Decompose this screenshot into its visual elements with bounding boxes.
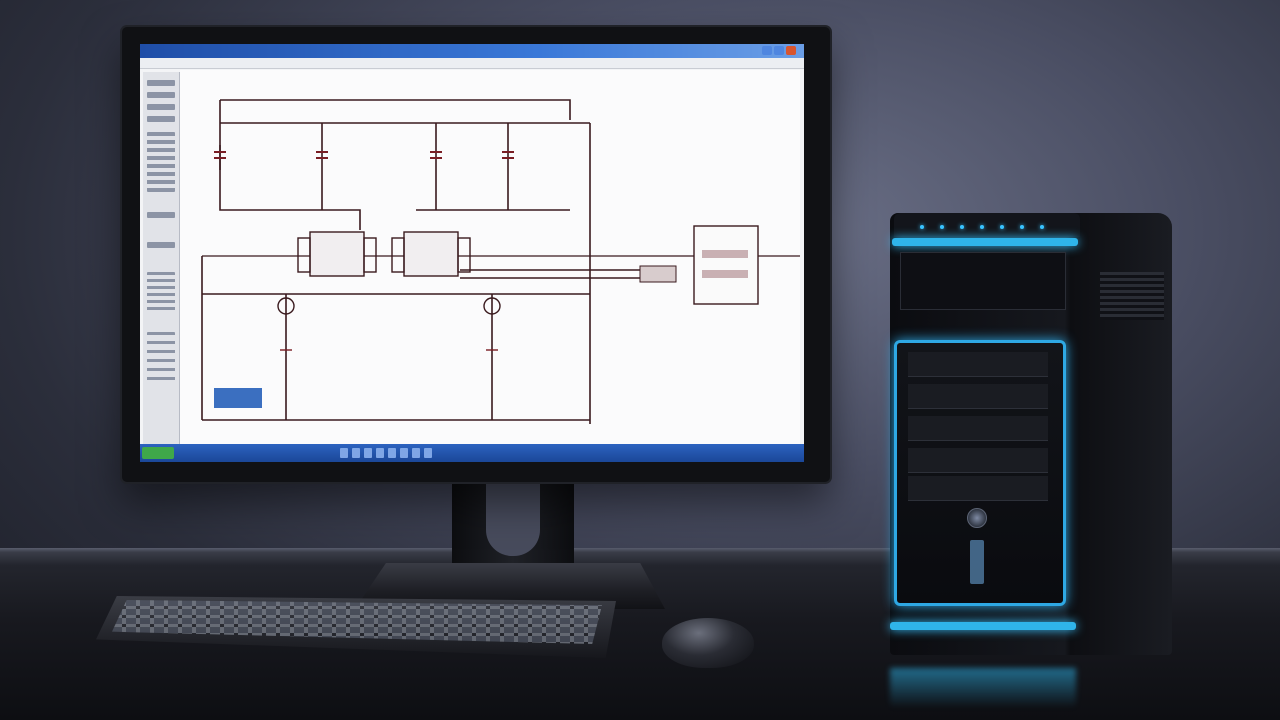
monitor-screen	[140, 44, 804, 462]
drive-bay	[900, 252, 1066, 310]
drive-slot	[908, 352, 1048, 377]
start-icon[interactable]	[142, 447, 174, 459]
pc-tower-top	[894, 213, 1080, 237]
connector-block	[639, 265, 677, 283]
taskbar-app-icon[interactable]	[352, 448, 360, 458]
minimize-button[interactable]	[762, 46, 772, 55]
taskbar-app-icon[interactable]	[376, 448, 384, 458]
toolbox-item[interactable]	[147, 116, 175, 122]
desk-edge	[0, 548, 1280, 554]
status-led-icon	[980, 225, 984, 229]
capacitor-group	[214, 151, 514, 159]
status-led-icon	[1000, 225, 1004, 229]
maximize-button[interactable]	[774, 46, 784, 55]
ic-chip-pins	[297, 237, 311, 273]
toolbox-item[interactable]	[147, 212, 175, 218]
ic-chip	[309, 231, 365, 277]
status-led-icon	[960, 225, 964, 229]
status-led-icon	[940, 225, 944, 229]
tower-led-strip	[892, 238, 1078, 246]
menu-bar[interactable]	[140, 58, 804, 69]
taskbar-app-icon[interactable]	[400, 448, 408, 458]
brand-logo	[970, 540, 984, 584]
close-button[interactable]	[786, 46, 796, 55]
status-led-icon	[1020, 225, 1024, 229]
ic-chip	[403, 231, 459, 277]
ic-chip-pins	[391, 237, 405, 273]
logo-mark	[214, 388, 262, 408]
drive-slot	[908, 448, 1048, 473]
wire	[220, 99, 571, 120]
side-vent	[1100, 272, 1164, 320]
ic-chip-pins	[363, 237, 377, 273]
drive-slot	[908, 476, 1048, 501]
output-module-row	[702, 270, 748, 278]
output-module	[693, 225, 759, 305]
transistor-symbol	[483, 297, 501, 315]
schematic-canvas[interactable]	[180, 70, 800, 444]
toolbox-list[interactable]	[147, 272, 175, 312]
toolbox-list[interactable]	[147, 332, 175, 382]
mouse	[662, 618, 754, 668]
led-reflection	[890, 668, 1076, 708]
output-module-row	[702, 250, 748, 258]
taskbar[interactable]	[140, 444, 804, 462]
wire	[219, 100, 361, 230]
status-led-icon	[920, 225, 924, 229]
taskbar-app-icon[interactable]	[412, 448, 420, 458]
monitor-stand-cutout	[486, 478, 540, 556]
toolbox-item[interactable]	[147, 242, 175, 248]
toolbox-item[interactable]	[147, 104, 175, 110]
drive-slot	[908, 416, 1048, 441]
ic-chip-pins	[457, 237, 471, 273]
window-titlebar[interactable]	[140, 44, 804, 58]
circuit-schematic	[201, 99, 800, 424]
taskbar-app-icon[interactable]	[340, 448, 348, 458]
power-button-icon	[967, 508, 987, 528]
transistor-symbol	[277, 297, 295, 315]
toolbox-item[interactable]	[147, 80, 175, 86]
tower-led-strip-bottom	[890, 622, 1076, 630]
drive-slot	[908, 384, 1048, 409]
taskbar-app-icon[interactable]	[388, 448, 396, 458]
component-toolbox[interactable]	[143, 72, 180, 446]
taskbar-app-icon[interactable]	[364, 448, 372, 458]
toolbox-item[interactable]	[147, 92, 175, 98]
toolbox-list[interactable]	[147, 132, 175, 192]
status-led-icon	[1040, 225, 1044, 229]
taskbar-app-icon[interactable]	[424, 448, 432, 458]
